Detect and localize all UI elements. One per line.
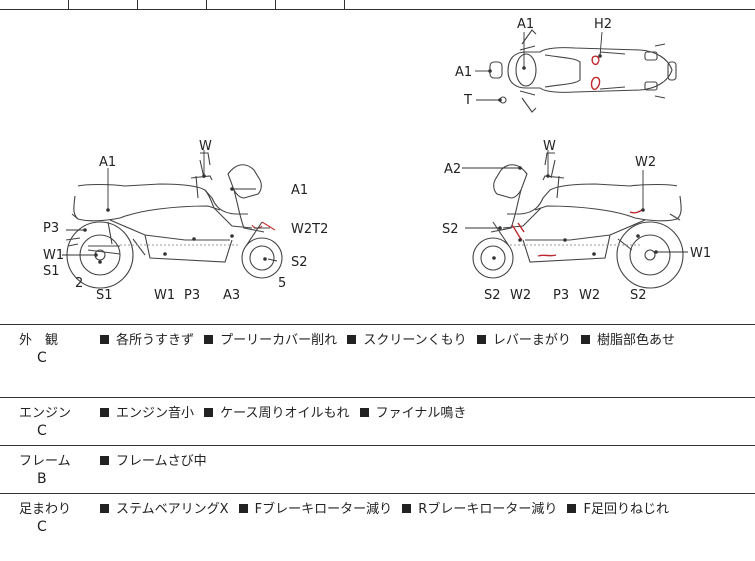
label-top-a1-left: A1 [455, 65, 472, 80]
label-left-a1: A1 [99, 155, 116, 170]
square-bullet-icon [204, 408, 214, 417]
label-left-5: 5 [278, 276, 286, 291]
note-item: 各所うすきず [100, 333, 194, 348]
label-left-s1: S1 [96, 288, 113, 303]
row-grade: B [37, 471, 47, 487]
note-item: F足回りねじれ [567, 502, 669, 517]
label-left-w1-bottom: W1 [154, 288, 175, 303]
label-left-a3: A3 [223, 288, 240, 303]
note-item: エンジン音小 [100, 406, 194, 421]
square-bullet-icon [567, 504, 577, 513]
row-grade: C [37, 423, 47, 439]
label-left-a1-right: A1 [291, 183, 308, 198]
top-view-scooter [489, 29, 677, 113]
label-left-w1: W1 [43, 248, 64, 263]
label-left-w: W [199, 139, 212, 154]
square-bullet-icon [100, 504, 109, 513]
square-bullet-icon [580, 335, 590, 344]
label-right-s2-bottom-2: S2 [630, 288, 647, 303]
row-grade: C [37, 350, 47, 366]
strip-divider [206, 0, 207, 9]
row-notes: 各所うすきず プーリーカバー削れ スクリーンくもり レバーまがり 樹脂部色あせ [100, 329, 681, 348]
row-category: フレーム [19, 454, 71, 469]
note-item: Rブレーキローター減り [402, 502, 557, 517]
row-notes: フレームさび中 [100, 450, 213, 469]
row-notes: エンジン音小 ケース周りオイルもれ ファイナル鳴き [100, 402, 472, 421]
row-exterior: 外 観 C 各所うすきず プーリーカバー削れ スクリーンくもり レバーまがり 樹… [0, 325, 755, 398]
row-notes: ステムベアリングX Fブレーキローター減り Rブレーキローター減り F足回りねじ… [100, 498, 675, 517]
label-left-s1-side: S1 [43, 264, 60, 279]
square-bullet-icon [100, 335, 109, 344]
note-item: プーリーカバー削れ [204, 333, 337, 348]
row-category: 足まわり [19, 502, 72, 517]
square-bullet-icon [100, 456, 109, 465]
label-top-a1: A1 [517, 17, 534, 32]
note-item: ステムベアリングX [100, 502, 229, 517]
square-bullet-icon [204, 335, 214, 344]
label-left-s2: S2 [291, 255, 308, 270]
label-right-s2: S2 [442, 222, 459, 237]
right-side-scooter [472, 152, 684, 289]
square-bullet-icon [402, 504, 412, 513]
label-top-h2: H2 [594, 17, 612, 32]
label-left-p3-bottom: P3 [184, 288, 200, 303]
label-right-w2-bottom: W2 [510, 288, 531, 303]
label-right-a2: A2 [444, 162, 461, 177]
top-table-strip [0, 0, 755, 10]
label-right-p3-bottom: P3 [553, 288, 569, 303]
note-item: フレームさび中 [100, 454, 207, 469]
square-bullet-icon [238, 504, 248, 513]
note-item: 樹脂部色あせ [580, 333, 675, 348]
row-grade: C [37, 519, 47, 535]
label-right-s2-bottom: S2 [484, 288, 501, 303]
square-bullet-icon [347, 335, 357, 344]
label-right-w2-bottom-2: W2 [579, 288, 600, 303]
note-item: ケース周りオイルもれ [204, 406, 350, 421]
strip-divider [68, 0, 69, 9]
damage-diagram: A1 H2 A1 T W A1 A1 W2T2 P3 W1 S1 2 S1 W1… [0, 9, 755, 325]
label-left-p3: P3 [43, 221, 59, 236]
motorcycle-diagram-svg: A1 H2 A1 T W A1 A1 W2T2 P3 W1 S1 2 S1 W1… [43, 17, 711, 303]
row-suspension: 足まわり C ステムベアリングX Fブレーキローター減り Rブレーキローター減り… [0, 494, 755, 561]
square-bullet-icon [359, 408, 369, 417]
row-frame: フレーム B フレームさび中 [0, 446, 755, 494]
row-category: エンジン [19, 406, 72, 421]
note-item: ファイナル鳴き [359, 406, 466, 421]
row-engine: エンジン C エンジン音小 ケース周りオイルもれ ファイナル鳴き [0, 398, 755, 446]
square-bullet-icon [476, 335, 486, 344]
label-right-w2-top: W2 [635, 155, 656, 170]
label-left-2: 2 [75, 276, 83, 291]
label-left-w2t2: W2T2 [291, 222, 328, 237]
label-right-w1: W1 [690, 246, 711, 261]
note-item: レバーまがり [476, 333, 571, 348]
row-category: 外 観 [19, 333, 59, 348]
square-bullet-icon [100, 408, 109, 417]
strip-divider [137, 0, 138, 9]
strip-divider [275, 0, 276, 9]
note-item: Fブレーキローター減り [238, 502, 392, 517]
label-right-w: W [543, 139, 556, 154]
note-item: スクリーンくもり [347, 333, 467, 348]
strip-divider [344, 0, 345, 9]
left-side-scooter [65, 152, 283, 289]
label-top-t: T [463, 93, 472, 108]
